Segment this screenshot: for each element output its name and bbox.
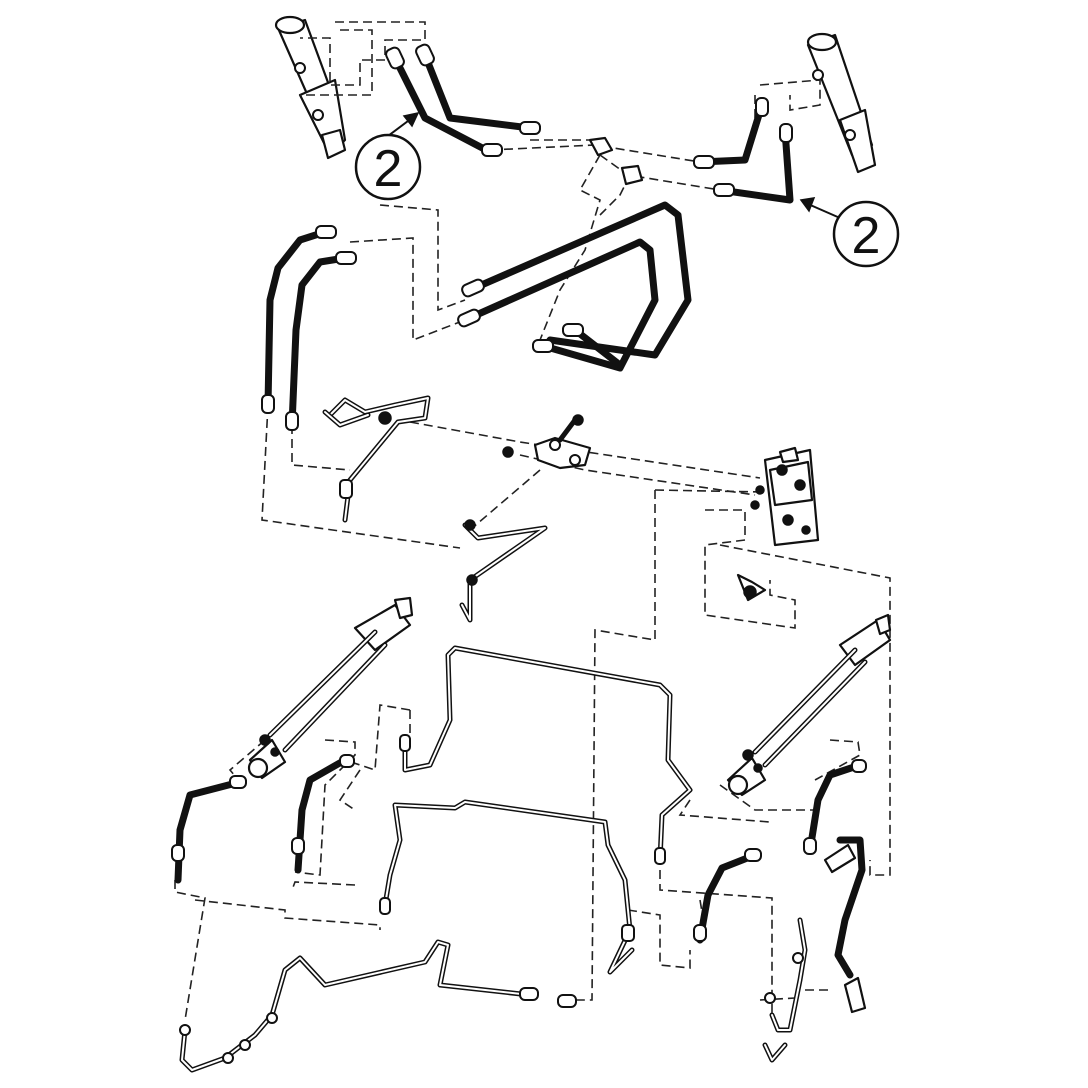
- tube-bottom-right: [762, 917, 808, 1063]
- callout-2-right: 2: [799, 197, 900, 268]
- cylinder-top-right: [806, 32, 877, 174]
- cylinder-top-left: [274, 15, 347, 160]
- hose-loop-left: [261, 225, 357, 431]
- tube-zigzag: [459, 519, 548, 623]
- hose-bottom-left: [171, 754, 355, 884]
- tube-lower-long: [379, 799, 635, 975]
- hose-loop-right: [457, 201, 692, 372]
- manifold-block: [502, 414, 592, 470]
- tube-upper-long: [399, 645, 693, 865]
- callout-label-right: 2: [852, 207, 881, 265]
- cylinder-bottom-left: [247, 596, 414, 780]
- tube-bottom-left: [179, 939, 577, 1073]
- tee-fittings-top: [588, 136, 644, 186]
- callout-label-left: 2: [374, 140, 403, 198]
- hose-top-right: [693, 97, 794, 204]
- hose-bottom-right: [693, 759, 867, 1014]
- control-valve: [750, 446, 820, 547]
- cylinder-bottom-right: [726, 613, 892, 797]
- hose-top-left: [385, 43, 541, 157]
- tube-left-bent: [322, 395, 431, 523]
- elbow-fitting-right: [736, 573, 767, 602]
- dashed-assembly-lines: [174, 21, 891, 1021]
- callout-2-left: 2: [354, 111, 422, 201]
